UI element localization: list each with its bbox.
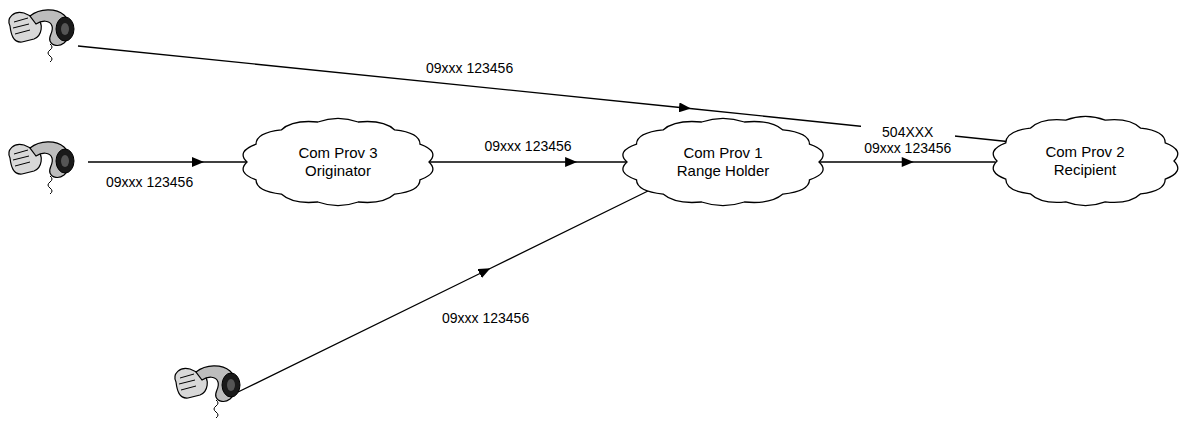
telephone-icon [9,10,74,62]
number-label: 09xxx 123456 [104,174,195,190]
node-text-wrap: Com Prov 1 Range Holder [626,120,820,204]
call-line [238,190,650,392]
cloud-shape [243,118,433,205]
call-line [88,161,248,162]
node-label: Com Prov 3 Originator [288,144,388,180]
arrow-head [902,157,914,167]
cloud-shape [623,118,823,205]
edge-label: 504XXX 09xxx 123456 [861,124,955,156]
node-label: Com Prov 1 Range Holder [673,144,773,180]
connector [430,157,626,167]
cloud-node: Com Prov 2 Recipient [996,118,1175,204]
connector-line [430,161,626,162]
node-label: Com Prov 2 Recipient [1035,143,1135,179]
node-text-wrap: Com Prov 3 Originator [246,120,430,204]
connector [820,157,996,167]
node-text-wrap: Com Prov 2 Recipient [996,118,1175,204]
telephone-icon [9,142,74,194]
edge-label: 09xxx 123456 [482,138,573,154]
cloud-node: Com Prov 3 Originator [246,120,430,204]
cloud-node: Com Prov 1 Range Holder [626,120,820,204]
number-label: 09xxx 123456 [424,60,515,76]
telephone-icon [175,366,240,418]
number-label: 09xxx 123456 [440,310,531,326]
cloud-shape [993,116,1178,205]
arrow-head [565,157,577,167]
